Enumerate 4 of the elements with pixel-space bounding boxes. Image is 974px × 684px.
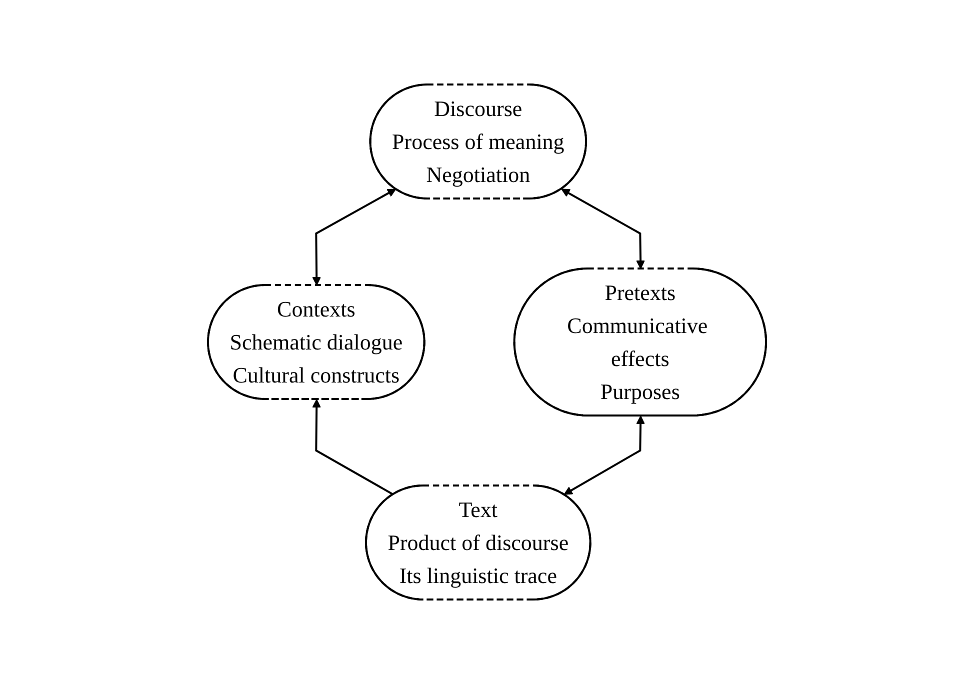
arrow [312,399,394,496]
arrow [561,188,645,269]
arrow [312,188,396,286]
arrow [564,416,645,495]
